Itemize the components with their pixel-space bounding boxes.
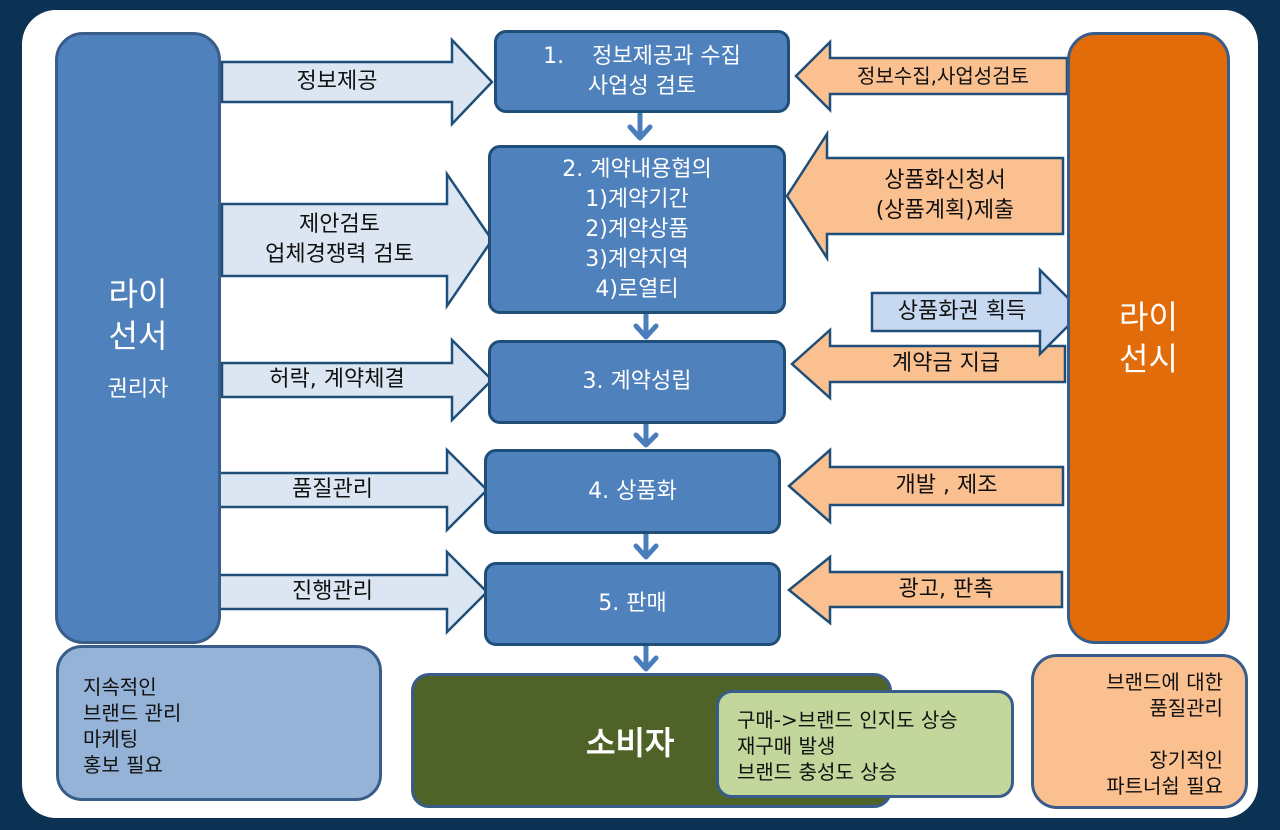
left-arrow-3-label: 허락, 계약체결 xyxy=(269,367,405,392)
left-arrow-2-label: 제안검토 업체경쟁력 검토 xyxy=(265,212,414,267)
right-arrow-2 xyxy=(785,129,1065,263)
right-arrow-4 xyxy=(787,447,1065,525)
step-2-box: 2. 계약내용협의 1)계약기간 2)계약상품 3)계약지역 4)로열티 xyxy=(488,145,786,314)
right-arrow-4-label: 개발 , 제조 xyxy=(895,473,998,498)
licensor-note-text: 지속적인 브랜드 관리 마케팅 홍보 필요 xyxy=(83,675,182,777)
step-4-box: 4. 상품화 xyxy=(484,449,781,534)
step-5-label: 5. 판매 xyxy=(598,591,667,616)
left-arrow-4-label: 품질관리 xyxy=(292,477,373,502)
right-arrow-3-label: 계약금 지급 xyxy=(891,351,1001,376)
step-1-label: 1. 정보제공과 수집 사업성 검토 xyxy=(543,43,741,99)
step-5-box: 5. 판매 xyxy=(484,562,781,646)
licensee-note-text: 브랜드에 대한 품질관리 장기적인 파트너쉽 필요 xyxy=(1106,670,1223,798)
right-arrow-1-label: 정보수집,사업성검토 xyxy=(857,64,1029,88)
left-arrow-1-label: 정보제공 xyxy=(296,69,378,94)
right-arrow-5 xyxy=(787,554,1064,626)
rights-arrow-label: 상품화권 획득 xyxy=(897,299,1027,324)
consumer-effects-box: 구매->브랜드 인지도 상승 재구매 발생 브랜드 충성도 상승 xyxy=(716,690,1014,798)
right-arrow-1 xyxy=(794,38,1069,114)
licensee-title: 라이 선시 xyxy=(1119,298,1178,378)
licensee-note: 브랜드에 대한 품질관리 장기적인 파트너쉽 필요 xyxy=(1031,654,1248,809)
left-arrow-5-label: 진행관리 xyxy=(292,579,373,604)
left-arrow-5 xyxy=(216,548,489,636)
left-arrow-1 xyxy=(220,36,494,128)
right-arrow-2-label: 상품화신청서 (상품계획)제출 xyxy=(875,168,1015,223)
right-arrow-3 xyxy=(790,327,1067,401)
left-arrow-2 xyxy=(220,169,494,311)
licensor-subtitle: 권리자 xyxy=(107,377,169,402)
licensee-column: 라이 선시 xyxy=(1067,32,1230,644)
licensor-title: 라이 선서 xyxy=(108,275,168,355)
step-2-label: 2. 계약내용협의 1)계약기간 2)계약상품 3)계약지역 4)로열티 xyxy=(562,156,712,302)
step-3-label: 3. 계약성립 xyxy=(582,369,692,394)
licensor-column: 라이 선서 권리자 xyxy=(55,32,221,644)
consumer-title: 소비자 xyxy=(586,723,675,762)
rights-arrow xyxy=(870,266,1084,358)
step-connectors xyxy=(627,110,659,672)
left-arrow-4 xyxy=(216,446,489,534)
consumer-effects-text: 구매->브랜드 인지도 상승 재구매 발생 브랜드 충성도 상승 xyxy=(737,708,958,784)
licensor-note: 지속적인 브랜드 관리 마케팅 홍보 필요 xyxy=(56,645,382,801)
step-4-label: 4. 상품화 xyxy=(588,478,677,504)
step-1-box: 1. 정보제공과 수집 사업성 검토 xyxy=(494,30,790,113)
left-arrow-3 xyxy=(220,336,494,424)
step-3-box: 3. 계약성립 xyxy=(488,340,786,424)
right-arrow-5-label: 광고, 판촉 xyxy=(898,576,994,602)
